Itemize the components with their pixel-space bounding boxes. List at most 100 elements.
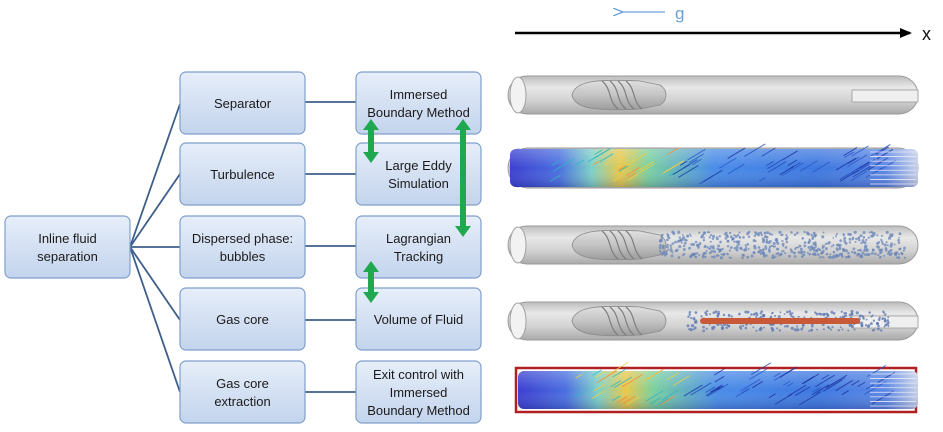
bubble (793, 255, 797, 258)
category-label-dispersed-phase: Dispersed phase:bubbles (192, 231, 293, 264)
bubble (893, 243, 896, 246)
bubble (708, 251, 712, 255)
bubble (781, 250, 784, 253)
bubble (811, 253, 814, 256)
bubble (857, 249, 860, 252)
vortex-streak (821, 374, 830, 380)
bubble (712, 311, 716, 315)
bubble (797, 246, 800, 249)
bubble (771, 328, 775, 332)
vortex-streak (657, 397, 669, 405)
swirl-vane (609, 80, 627, 110)
bubble (841, 328, 844, 331)
bubble (860, 321, 864, 325)
bubble (711, 245, 715, 249)
bubble (728, 249, 732, 252)
bubble (746, 310, 750, 314)
bubble (784, 246, 788, 249)
bubble (738, 312, 741, 316)
vortex-streak (719, 157, 737, 169)
bubble (725, 326, 728, 329)
vortex-streak (623, 387, 630, 393)
bubble (730, 315, 733, 318)
bubble (774, 255, 777, 258)
vortex-streak (727, 163, 745, 175)
vortex-streak (621, 374, 643, 388)
x-axis-label: x (922, 24, 931, 44)
vortex-streak (782, 162, 804, 177)
vortex-streak (593, 383, 606, 392)
vortex-streak (644, 370, 662, 382)
bubble (867, 236, 870, 239)
bubble (826, 315, 829, 318)
bubble (850, 250, 854, 254)
bubble (747, 235, 751, 239)
category-box-dispersed-phase: Dispersed phase:bubbles (179, 215, 306, 279)
bubble (698, 231, 701, 234)
bubble (764, 246, 768, 250)
flow-shading (510, 149, 918, 187)
bubble (726, 245, 730, 248)
bubble (880, 234, 883, 237)
bubble (720, 326, 724, 330)
vortex-streak (688, 153, 704, 164)
bubble (801, 237, 805, 240)
bubble (719, 240, 722, 244)
vortex-streak (850, 170, 868, 182)
vortex-streak (596, 370, 618, 384)
label-line: Immersed (390, 385, 448, 400)
bubble (834, 316, 837, 319)
category-boxes: Separator Turbulence Dispersed phase:bub… (179, 71, 306, 424)
vortex-streak (779, 166, 795, 176)
bubble (728, 231, 732, 235)
label-line: Tracking (394, 249, 443, 264)
bubble (747, 230, 751, 234)
label-line: Boundary Method (367, 403, 470, 418)
pipe-inlet (509, 226, 527, 264)
bubble (682, 247, 686, 251)
bubble (891, 252, 893, 255)
bubble (839, 239, 843, 242)
bubble (763, 326, 766, 329)
bubble (708, 236, 711, 239)
bubble (728, 256, 731, 259)
coupling-arrow-ibm-lagrangian (455, 119, 471, 237)
bubble (757, 246, 761, 249)
bubble (843, 312, 846, 315)
bubble (709, 247, 712, 250)
bubble (836, 243, 840, 247)
bubble (835, 255, 839, 258)
bubble (738, 236, 742, 239)
vortex-streak (627, 173, 639, 181)
bubble (672, 231, 675, 235)
bubble (772, 241, 776, 246)
bubble (702, 329, 706, 333)
bubble (876, 234, 879, 237)
vortex-streak (631, 150, 638, 155)
bubble (887, 250, 891, 253)
bubble (883, 243, 887, 247)
bubble (832, 254, 836, 258)
vortex-streak (672, 375, 690, 387)
bubble (711, 234, 716, 239)
bubble (660, 235, 663, 238)
bubble (850, 309, 854, 313)
bubble (900, 251, 903, 254)
bubble (792, 251, 796, 255)
vortex-streak (876, 148, 894, 160)
vortex-streak (613, 176, 621, 182)
bubble (750, 254, 754, 258)
vortex-streak (766, 160, 774, 167)
bubble (807, 241, 811, 245)
bubble (812, 249, 816, 252)
vortex-streak (787, 384, 807, 397)
vortex-streak (798, 391, 821, 406)
bubble (759, 231, 763, 235)
bubble (844, 249, 848, 253)
bubble (758, 328, 762, 332)
bubble (723, 252, 726, 256)
vortex-streak (844, 171, 857, 179)
bubble (703, 245, 707, 249)
